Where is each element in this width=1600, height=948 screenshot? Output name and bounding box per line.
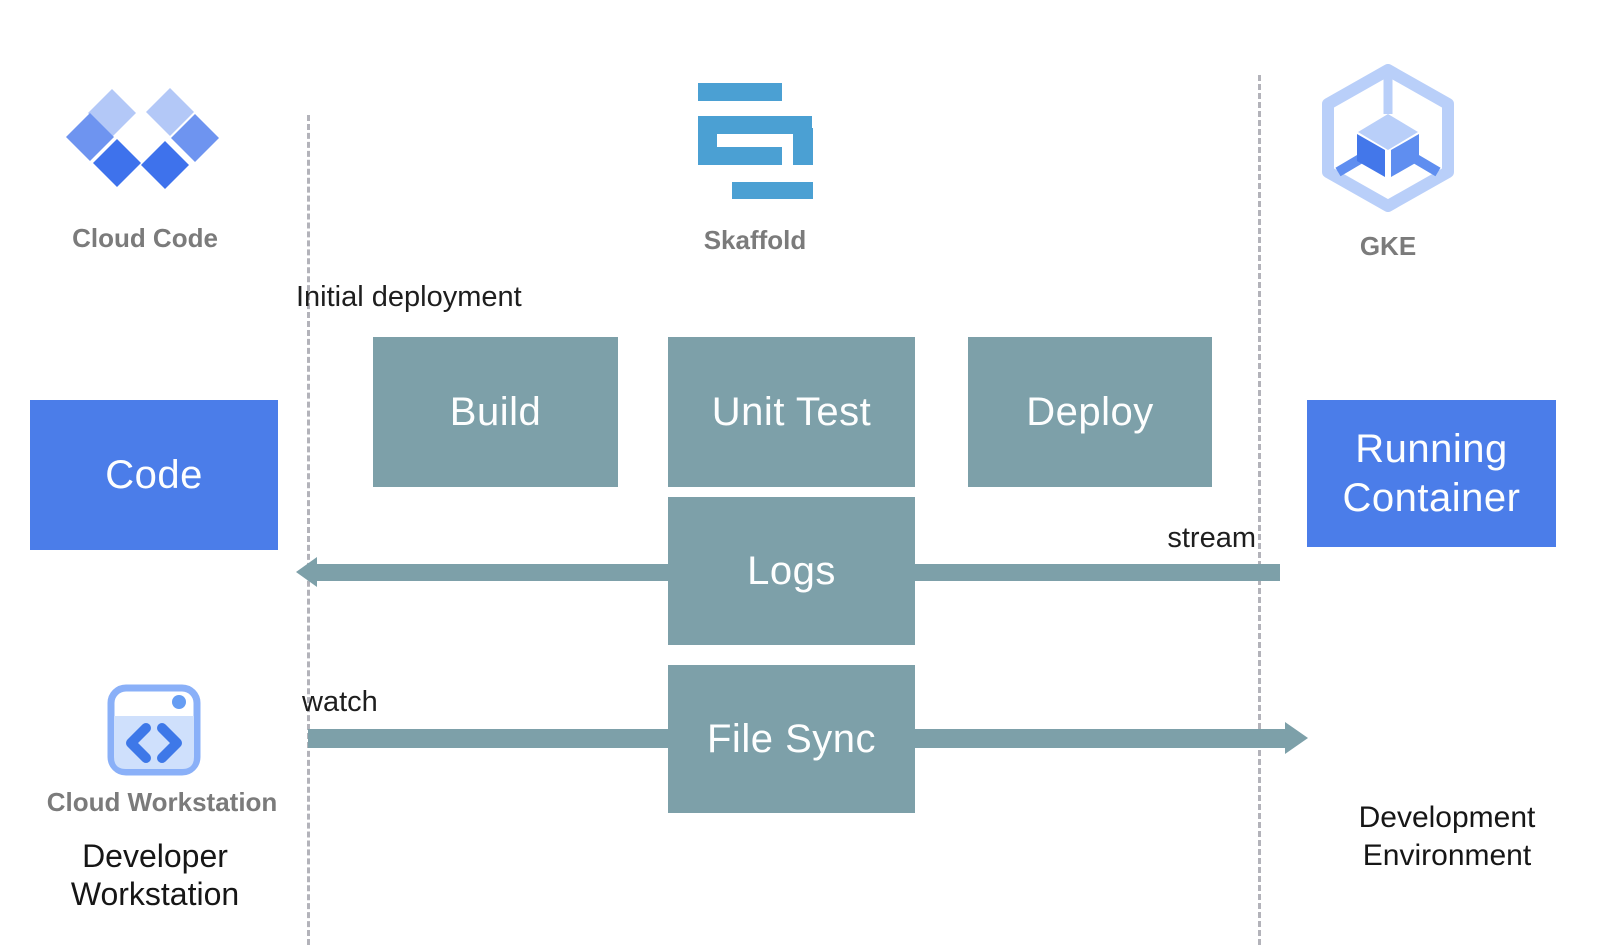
- build-box: Build: [373, 337, 618, 487]
- developer-workstation-line2: Workstation: [70, 876, 240, 912]
- developer-workstation-zone-label: Developer Workstation: [5, 837, 305, 913]
- cloud-workstation-label: Cloud Workstation: [46, 787, 278, 817]
- skaffold-label: Skaffold: [703, 225, 807, 255]
- file-sync-watch-arrowhead-right: [1285, 722, 1308, 754]
- development-environment-zone-label: Development Environment: [1297, 799, 1597, 875]
- lane-divider-right: [1258, 75, 1261, 945]
- cloud-workstation-icon: [107, 684, 201, 776]
- watch-label: watch: [302, 686, 378, 718]
- cloud-code-icon: [55, 85, 225, 200]
- development-environment-line1: Development: [1358, 801, 1536, 834]
- developer-workstation-line1: Developer: [82, 838, 228, 874]
- gke-label: GKE: [1359, 231, 1417, 261]
- skaffold-icon: [698, 83, 813, 199]
- unit-test-box: Unit Test: [668, 337, 915, 487]
- gke-icon: [1322, 64, 1454, 212]
- code-box: Code: [30, 400, 278, 550]
- file-sync-box: File Sync: [668, 665, 915, 813]
- running-container-box: Running Container: [1307, 400, 1556, 547]
- initial-deployment-label: Initial deployment: [296, 281, 522, 313]
- lane-divider-left: [307, 115, 310, 945]
- logs-stream-arrowhead-left: [296, 557, 317, 587]
- development-environment-line2: Environment: [1362, 839, 1532, 872]
- logs-box: Logs: [668, 497, 915, 645]
- stream-label: stream: [1167, 522, 1256, 554]
- deploy-box: Deploy: [968, 337, 1212, 487]
- cloud-code-label: Cloud Code: [72, 223, 218, 253]
